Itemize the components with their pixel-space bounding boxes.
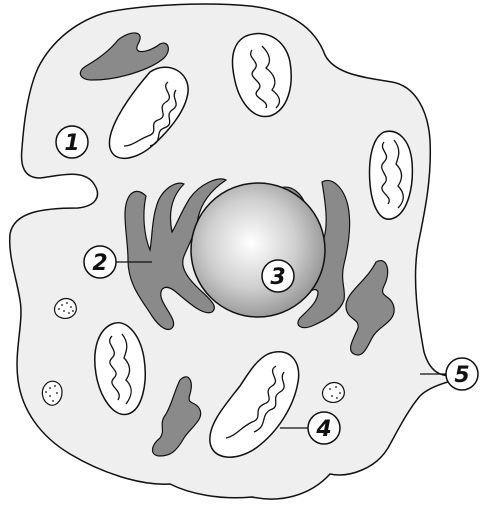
label-5-text: 5 (454, 363, 469, 388)
label-1: 1 (56, 126, 88, 158)
label-1-text: 1 (64, 131, 79, 156)
vesicle-left (55, 299, 77, 319)
label-3-text: 3 (270, 265, 285, 290)
label-2: 2 (84, 246, 116, 278)
label-5: 5 (446, 358, 478, 390)
nucleus (191, 183, 325, 317)
label-2-text: 2 (92, 251, 107, 276)
label-4-text: 4 (315, 417, 331, 442)
vesicle-center (323, 383, 345, 403)
label-4: 4 (308, 412, 340, 444)
label-3: 3 (262, 260, 294, 292)
vesicle-bottom-left (42, 381, 62, 405)
mitochondrion-right (370, 131, 413, 219)
